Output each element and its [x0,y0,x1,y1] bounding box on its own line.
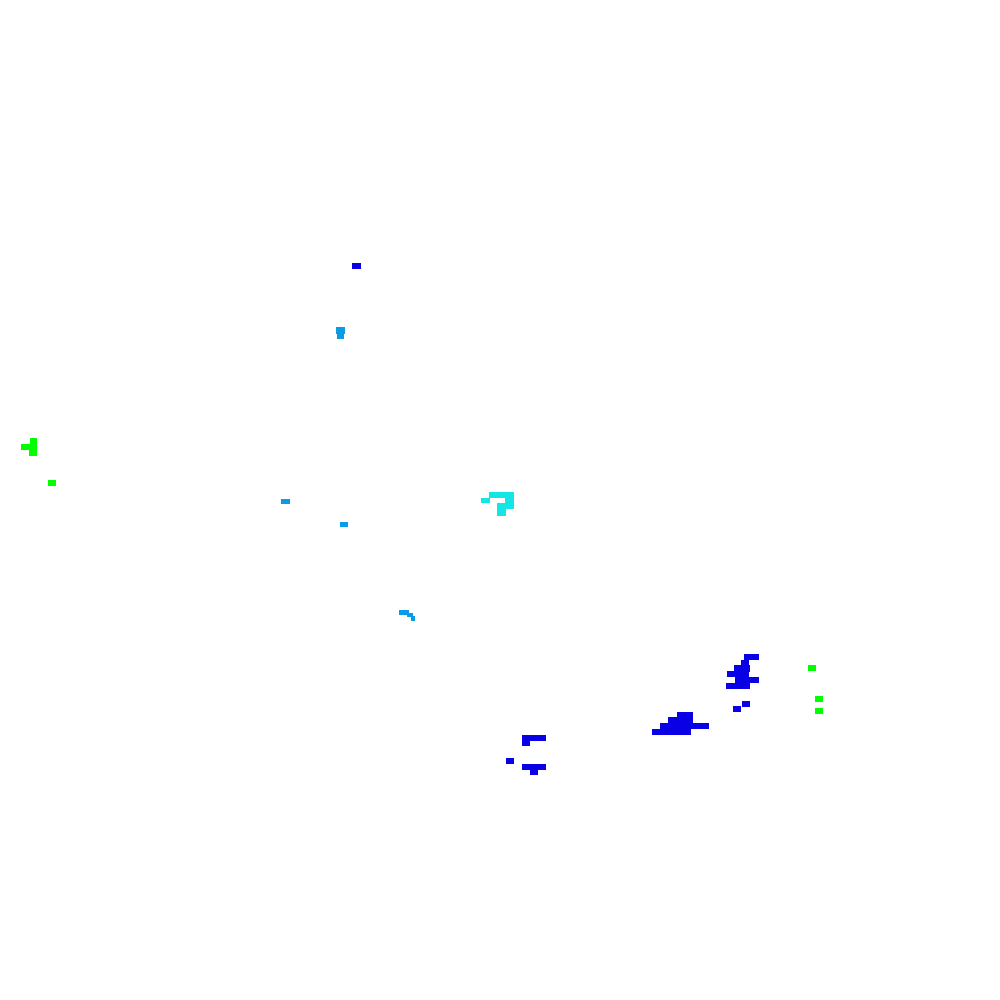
blob-right-cluster-part [744,654,759,660]
blob-right-cluster-part [733,706,741,712]
blob-green-right [815,708,823,714]
blob-right-cluster-part [741,660,749,666]
blob-lower-center-part [506,758,514,764]
blob-green-left [30,438,37,445]
blob-azure-upper [337,333,344,339]
blob-center-right-part [677,712,693,718]
blob-top-dot [352,263,361,269]
blob-green-left-dot [48,480,56,486]
blob-center-right-part [660,723,709,729]
blob-lower-center-part [522,764,546,770]
blob-cyan-part [497,503,514,509]
blob-lower-center-part [522,735,546,741]
blob-right-cluster-part [727,671,749,677]
blob-azure-arc [399,610,409,615]
blob-azure-arc [411,616,415,621]
blob-cyan-part [505,498,514,504]
green-clusters [21,438,823,714]
blob-azure-arc [407,613,413,617]
blob-green-left [29,450,37,456]
blob-lower-center-part [522,741,530,746]
blob-right-cluster-part [734,665,750,672]
blob-azure-upper [336,327,345,334]
blob-right-cluster-part [742,701,750,707]
blob-lower-center-part [530,770,538,775]
blob-center-right-part [652,729,691,735]
blob-green-left [21,444,37,450]
cyan-cluster [481,492,514,516]
blob-right-cluster-part [735,677,759,683]
blob-cyan-part [481,498,490,503]
dark-blue-clusters [352,263,759,775]
blob-green-right [808,665,816,671]
blob-green-right [815,696,823,702]
blob-azure-mid [340,522,348,527]
blob-center-right-part [668,717,693,723]
blob-azure-left [281,499,290,504]
blob-right-cluster-part [726,683,750,689]
azure-clusters [281,327,415,621]
blob-cyan-part [497,509,506,516]
blob-cyan-part [489,492,514,498]
